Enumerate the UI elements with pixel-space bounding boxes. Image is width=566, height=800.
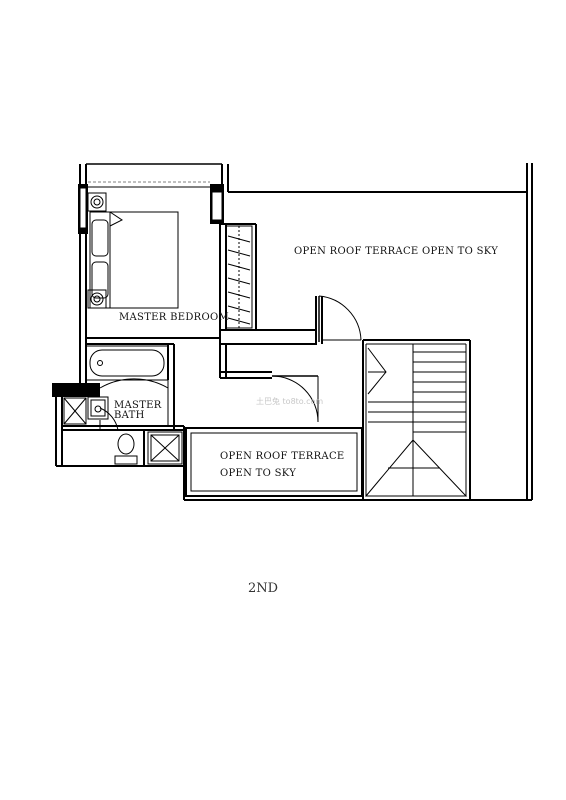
label-master-bedroom: MASTER BEDROOM: [119, 312, 229, 323]
bath-door: [99, 378, 169, 431]
label-open-roof-terrace-lower-line2: OPEN TO SKY: [220, 468, 296, 479]
columns: [52, 184, 224, 397]
label-master-bath-line2: BATH: [114, 410, 145, 421]
interior-walls: [86, 223, 323, 379]
watermark: 土巴兔 to8to.com: [256, 396, 323, 406]
toilet: [114, 433, 138, 465]
shower: [147, 431, 183, 465]
lower-door: [271, 375, 319, 423]
wardrobe: [225, 225, 253, 329]
label-open-roof-terrace-upper: OPEN ROOF TERRACE OPEN TO SKY: [294, 246, 498, 257]
column-outlines: [79, 187, 223, 229]
exterior-walls: [55, 163, 533, 501]
bathroom-walls: [61, 344, 185, 466]
bed: [87, 192, 179, 309]
label-master-bath-line1: MASTER: [114, 400, 162, 411]
shower-small: [63, 397, 87, 425]
lower-terrace: [185, 427, 363, 497]
terrace-door: [318, 295, 362, 342]
vanity: [87, 396, 109, 420]
label-open-roof-terrace-lower-line1: OPEN ROOF TERRACE: [220, 451, 345, 462]
floor-level-label: 2ND: [248, 581, 278, 596]
bathtub: [85, 345, 169, 381]
staircase: [362, 339, 471, 500]
